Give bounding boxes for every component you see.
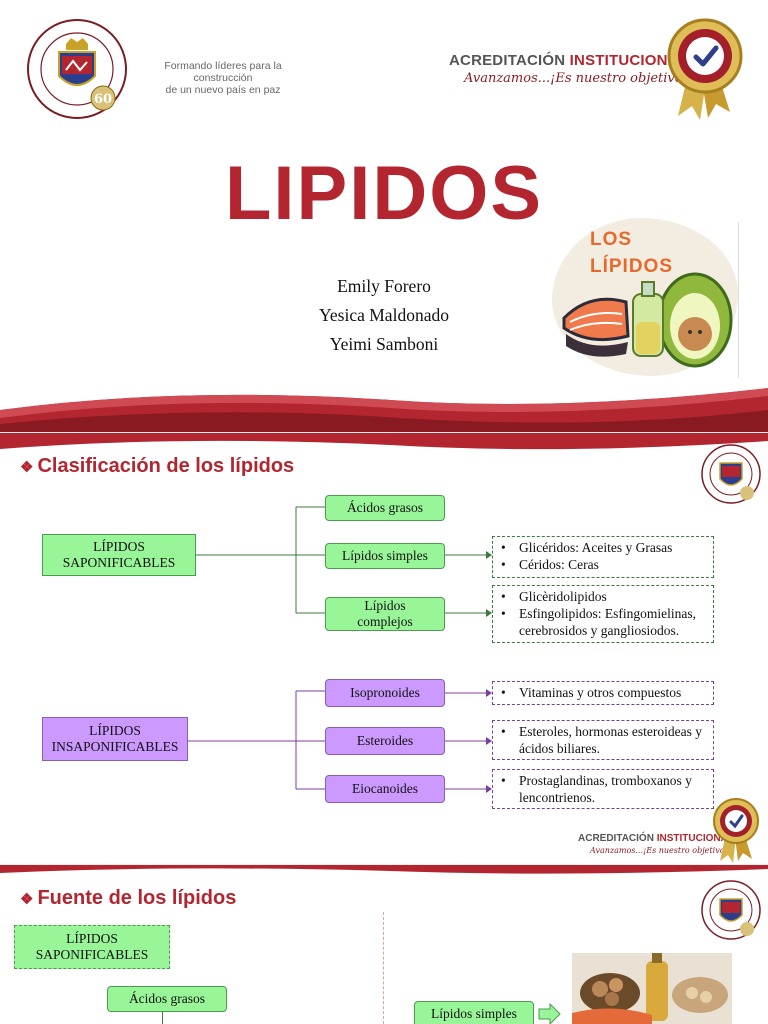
sources-slide: ❖Fuente de los lípidos LÍPIDOS SAPONIFIC…	[0, 864, 768, 1024]
note-vitamins: Vitaminas y otros compuestos	[501, 684, 707, 701]
sources-title: ❖Fuente de los lípidos	[20, 887, 236, 910]
classification-title-text: Clasificación de los lípidos	[37, 455, 295, 477]
isoprenoids-box: Isopronoides	[325, 679, 445, 707]
sources-fatty-acids-box: Ácidos grasos	[107, 986, 227, 1012]
footer-accreditation-badge-icon	[713, 798, 759, 863]
sources-root-box: LÍPIDOS SAPONIFICABLES	[14, 925, 170, 969]
tagline: Formando líderes para la construcción de…	[134, 60, 312, 96]
right-arrow-icon	[538, 1003, 561, 1024]
top-wave	[0, 433, 768, 450]
sources-title-text: Fuente de los lípidos	[37, 887, 237, 909]
footer-accreditation: ACREDITACIÓN INSTITUCIONAL	[578, 833, 734, 844]
steroids-notes: Esteroles, hormonas esteroideas y ácidos…	[492, 720, 714, 760]
author-3: Yeimi Samboni	[329, 334, 439, 354]
simple-lipids-notes: Glicéridos: Aceites y Grasas Céridos: Ce…	[492, 536, 714, 578]
accreditation-badge-icon	[667, 18, 743, 120]
tagline-line-2: de un nuevo país en paz	[165, 84, 281, 96]
eicosanoids-box: Eiocanoides	[325, 775, 445, 803]
note-prostaglandins: Prostaglandinas, tromboxanos y lencontri…	[501, 772, 707, 806]
food-illustration	[562, 272, 733, 368]
note-sterols: Esteroles, hormonas esteroideas y ácidos…	[501, 723, 707, 757]
decorative-wave	[0, 388, 768, 432]
classification-slide: ❖Clasificación de los lípidos LÍPIDOS SA…	[0, 432, 768, 864]
institutional-word: INSTITUCIONAL	[569, 52, 689, 69]
eicosanoids-notes: Prostaglandinas, tromboxanos y lencontri…	[492, 769, 714, 809]
diagram-connectors	[188, 506, 492, 793]
food-photo	[572, 953, 732, 1024]
accreditation-word: ACREDITACIÓN	[449, 52, 566, 69]
small-university-seal-2	[701, 880, 761, 940]
author-1: Emily Forero	[337, 276, 431, 296]
fatty-acids-box: Ácidos grasos	[325, 495, 445, 521]
diamond-bullet-icon-2: ❖	[20, 891, 34, 908]
tagline-line-1: Formando líderes para la construcción	[164, 60, 282, 84]
cover-slide: 60 Formando líderes para la construcción…	[0, 0, 768, 432]
insaponifiable-root-box: LÍPIDOS INSAPONIFICABLES	[42, 717, 188, 761]
presentation-title: LIPIDOS	[224, 151, 544, 236]
accreditation-title: ACREDITACIÓN INSTITUCIONAL	[449, 52, 688, 69]
note-sphingolipids: Esfingolipidos: Esfingomielinas, cerebro…	[501, 605, 707, 639]
slide-edge-line	[738, 222, 739, 378]
sources-connector	[162, 1012, 163, 1024]
sources-simple-lipids-box: Lípidos simples	[414, 1001, 534, 1024]
diamond-bullet-icon: ❖	[20, 459, 34, 476]
author-2: Yesica Maldonado	[319, 305, 449, 325]
footer-accreditation-word: ACREDITACIÓN	[578, 833, 654, 844]
author-list: Emily Forero Yesica Maldonado Yeimi Samb…	[250, 272, 518, 359]
illustration-caption-1: LOS	[590, 229, 633, 250]
isoprenoids-notes: Vitaminas y otros compuestos	[492, 681, 714, 705]
complex-lipids-notes: Glicèridolipidos Esfingolipidos: Esfingo…	[492, 585, 714, 643]
university-seal-logo: 60	[27, 19, 127, 119]
simple-lipids-box: Lípidos simples	[325, 543, 445, 569]
accreditation-slogan: Avanzamos...¡Es nuestro objetivo!	[464, 71, 688, 86]
complex-lipids-box: Lípidos complejos	[325, 597, 445, 631]
footer-accreditation-slogan: Avanzamos...¡Es nuestro objetivo!	[590, 846, 728, 855]
classification-title: ❖Clasificación de los lípidos	[20, 455, 294, 478]
note-glyceridolipids: Glicèridolipidos	[501, 588, 707, 605]
steroids-box: Esteroides	[325, 727, 445, 755]
footer-institutional-word: INSTITUCIONAL	[656, 833, 734, 844]
anniversary-number: 60	[94, 92, 112, 107]
saponifiable-root-box: LÍPIDOS SAPONIFICABLES	[42, 534, 196, 576]
note-cerides: Céridos: Ceras	[501, 556, 707, 573]
small-university-seal	[701, 444, 761, 504]
sources-divider	[383, 912, 384, 1024]
illustration-caption-2: LÍPIDOS	[590, 256, 674, 277]
top-wave-2	[0, 865, 768, 874]
note-glycerides: Glicéridos: Aceites y Grasas	[501, 539, 707, 556]
